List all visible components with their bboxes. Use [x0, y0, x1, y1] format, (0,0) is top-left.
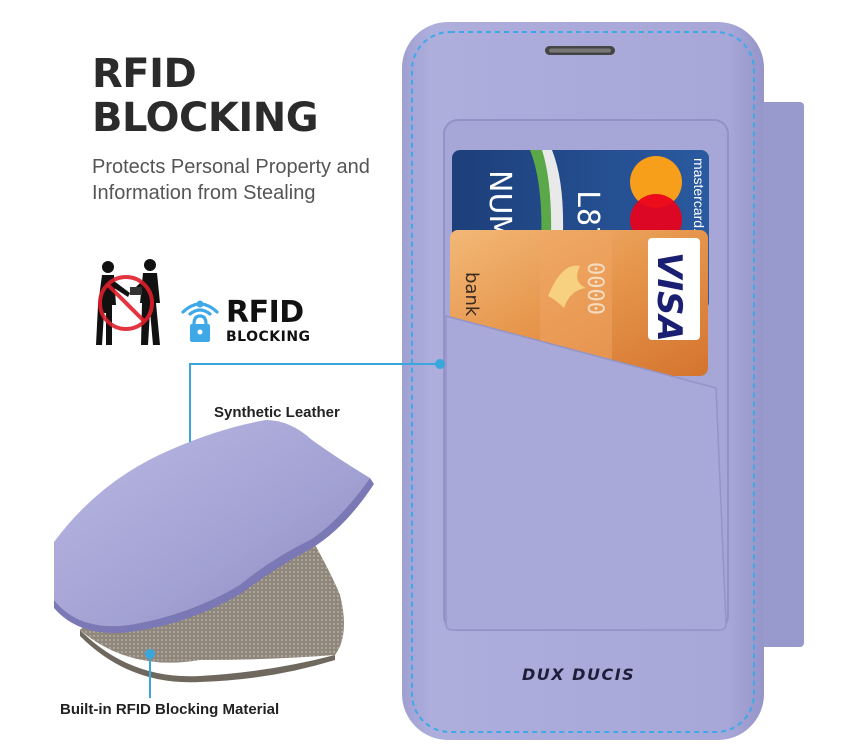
title-line-2: BLOCKING [92, 95, 319, 141]
brand-logo: DUX DUCIS [522, 665, 636, 684]
material-layers [54, 420, 374, 683]
rfid-blocking-badge: RFID BLOCKING [226, 298, 311, 346]
card-slot-pocket [445, 315, 727, 631]
wifi-lock-icon [181, 300, 219, 342]
badge-big-text: RFID [226, 295, 304, 330]
subtitle: Protects Personal Property and Informati… [92, 154, 370, 206]
no-skimming-icon [96, 259, 160, 345]
visa-bank-text: bank [461, 272, 482, 317]
badge-small-text: BLOCKING [226, 329, 311, 345]
title-line-1: RFID [92, 51, 197, 97]
phone-wallet-case: NUM L87 mastercard. bank 0000 VISA [402, 22, 804, 740]
synthetic-leather-layer [54, 420, 370, 627]
mastercard-network: mastercard. [691, 158, 707, 232]
visa-card: bank 0000 VISA [450, 230, 708, 376]
visa-logo: VISA [649, 252, 689, 342]
page-title: RFID BLOCKING [92, 51, 319, 141]
label-synthetic-leather: Synthetic Leather [214, 404, 340, 421]
subtitle-line-1: Protects Personal Property and [92, 156, 370, 178]
visa-number: 0000 [582, 262, 607, 315]
label-rfid-blocking-material: Built-in RFID Blocking Material [60, 701, 280, 718]
mastercard-text: NUM [482, 170, 517, 240]
subtitle-line-2: Information from Stealing [92, 182, 316, 204]
